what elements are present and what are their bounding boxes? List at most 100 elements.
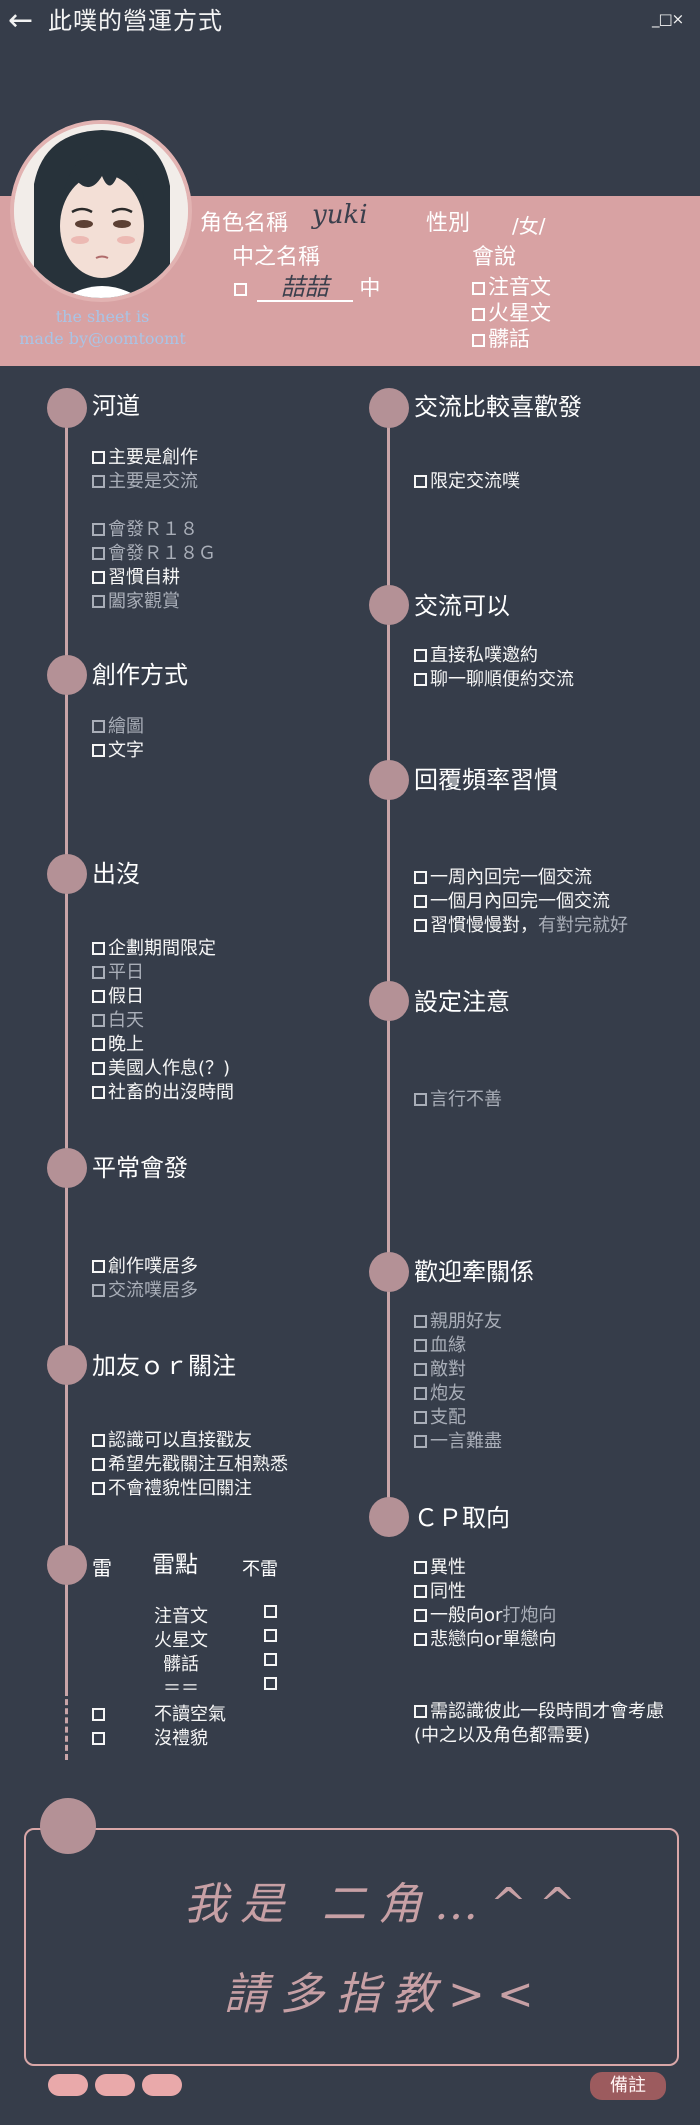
list-item[interactable]: 一言難盡 xyxy=(414,1430,502,1454)
list-item[interactable]: 需認識彼此一段時間才會考慮 xyxy=(414,1700,664,1724)
can-speak-item[interactable]: 火星文 xyxy=(472,300,551,326)
checkbox-icon[interactable] xyxy=(92,744,105,757)
list-item[interactable]: 習慣慢慢對，有對完就好 xyxy=(414,914,628,938)
list-item[interactable]: 社畜的出沒時間 xyxy=(92,1081,234,1105)
checkbox-icon[interactable] xyxy=(414,1561,427,1574)
checkbox-icon[interactable] xyxy=(414,1339,427,1352)
list-item[interactable]: 晚上 xyxy=(92,1033,234,1057)
list-item[interactable]: 一周內回完一個交流 xyxy=(414,866,628,890)
list-item[interactable]: 闔家觀賞 xyxy=(92,590,216,614)
list-item[interactable]: 主要是創作 xyxy=(92,446,216,470)
list-item[interactable]: 企劃期間限定 xyxy=(92,937,234,961)
list-item[interactable]: 異性 xyxy=(414,1556,556,1580)
checkbox-icon[interactable] xyxy=(92,523,105,536)
checkbox-icon[interactable] xyxy=(92,595,105,608)
checkbox-icon[interactable] xyxy=(414,1633,427,1646)
list-item[interactable]: 認識可以直接戳友 xyxy=(92,1429,288,1453)
list-item[interactable]: 白天 xyxy=(92,1009,234,1033)
list-item[interactable]: 血緣 xyxy=(414,1334,502,1358)
checkbox-icon[interactable] xyxy=(414,919,427,932)
checkbox-icon[interactable] xyxy=(414,1609,427,1622)
checkbox-icon[interactable] xyxy=(414,673,427,686)
checkbox-icon[interactable] xyxy=(234,283,247,296)
checkbox-icon[interactable] xyxy=(264,1677,277,1690)
checkbox-icon[interactable] xyxy=(92,571,105,584)
checkbox-icon[interactable] xyxy=(414,1435,427,1448)
list-item[interactable]: 交流噗居多 xyxy=(92,1279,198,1303)
mine-column-header: 雷點 xyxy=(152,1552,198,1578)
checkbox-icon[interactable] xyxy=(92,1086,105,1099)
checkbox-icon[interactable] xyxy=(92,1260,105,1273)
list-item[interactable]: 沒禮貌 xyxy=(92,1727,226,1751)
checkbox-icon[interactable] xyxy=(414,1315,427,1328)
list-item[interactable]: 主要是交流 xyxy=(92,470,216,494)
checkbox-icon[interactable] xyxy=(92,1732,105,1745)
list-item[interactable]: 平日 xyxy=(92,961,234,985)
checkbox-icon[interactable] xyxy=(92,1434,105,1447)
checkbox-icon[interactable] xyxy=(414,1411,427,1424)
checkbox-icon[interactable] xyxy=(264,1605,277,1618)
checkbox-icon[interactable] xyxy=(472,308,485,321)
checkbox-icon[interactable] xyxy=(92,942,105,955)
checkbox-icon[interactable] xyxy=(414,1363,427,1376)
checkbox-icon[interactable] xyxy=(472,282,485,295)
checkbox-icon[interactable] xyxy=(92,547,105,560)
list-item[interactable]: 敵對 xyxy=(414,1358,502,1382)
list-item[interactable]: 創作噗居多 xyxy=(92,1255,198,1279)
checkbox-icon[interactable] xyxy=(414,895,427,908)
checkbox-icon[interactable] xyxy=(92,1062,105,1075)
list-item[interactable]: 不會禮貌性回關注 xyxy=(92,1477,288,1501)
checkbox-icon[interactable] xyxy=(92,1284,105,1297)
list-item[interactable]: 炮友 xyxy=(414,1382,502,1406)
list-item[interactable]: 希望先戳關注互相熟悉 xyxy=(92,1453,288,1477)
list-item[interactable]: 聊一聊順便約交流 xyxy=(414,668,574,692)
checkbox-icon[interactable] xyxy=(92,1458,105,1471)
checkbox-icon[interactable] xyxy=(264,1653,277,1666)
can-speak-item[interactable]: 髒話 xyxy=(472,326,551,352)
can-speak-item[interactable]: 注音文 xyxy=(472,274,551,300)
checkbox-icon[interactable] xyxy=(414,1705,427,1718)
checkbox-icon[interactable] xyxy=(92,1482,105,1495)
list-item[interactable]: 限定交流噗 xyxy=(414,470,520,494)
window-controls-icon[interactable]: _□× xyxy=(652,10,684,28)
checkbox-icon[interactable] xyxy=(92,475,105,488)
list-item[interactable]: 美國人作息(？) xyxy=(92,1057,234,1081)
list-item[interactable]: 悲戀向or單戀向 xyxy=(414,1628,556,1652)
page-pill-3[interactable] xyxy=(142,2074,182,2096)
list-item[interactable]: 支配 xyxy=(414,1406,502,1430)
checkbox-icon[interactable] xyxy=(414,1093,427,1106)
list-item[interactable]: 直接私噗邀約 xyxy=(414,644,574,668)
list-item[interactable]: 會發Ｒ１８Ｇ xyxy=(92,542,216,566)
list-item[interactable]: 習慣自耕 xyxy=(92,566,216,590)
list-item[interactable]: 一般向or打炮向 xyxy=(414,1604,556,1628)
list-item[interactable]: 一個月內回完一個交流 xyxy=(414,890,628,914)
list-item[interactable]: 繪圖 xyxy=(92,715,144,739)
checkbox-icon[interactable] xyxy=(92,720,105,733)
checkbox-icon[interactable] xyxy=(92,966,105,979)
checkbox-icon[interactable] xyxy=(414,1585,427,1598)
list-item[interactable]: 親朋好友 xyxy=(414,1310,502,1334)
checkbox-icon[interactable] xyxy=(92,990,105,1003)
checkbox-icon[interactable] xyxy=(92,1014,105,1027)
list-item[interactable]: 假日 xyxy=(92,985,234,1009)
checkbox-icon[interactable] xyxy=(92,1038,105,1051)
checkbox-icon[interactable] xyxy=(92,451,105,464)
list-item[interactable]: 言行不善 xyxy=(414,1088,502,1112)
list-item[interactable]: 會發Ｒ１８ xyxy=(92,518,216,542)
friend-list: 認識可以直接戳友 希望先戳關注互相熟悉 不會禮貌性回關注 xyxy=(92,1429,288,1501)
page-pill-1[interactable] xyxy=(48,2074,88,2096)
checkbox-icon[interactable] xyxy=(414,1387,427,1400)
page-pill-2[interactable] xyxy=(95,2074,135,2096)
list-item[interactable]: 不讀空氣 xyxy=(92,1703,226,1727)
checkbox-icon[interactable] xyxy=(414,871,427,884)
checkbox-icon[interactable] xyxy=(92,1708,105,1721)
checkbox-icon[interactable] xyxy=(472,334,485,347)
checkbox-icon[interactable] xyxy=(264,1629,277,1642)
notes-button[interactable]: 備註 xyxy=(590,2072,666,2100)
checkbox-icon[interactable] xyxy=(414,649,427,662)
pl-name-value: 喆喆 xyxy=(256,274,353,302)
checkbox-icon[interactable] xyxy=(414,475,427,488)
list-item[interactable]: 同性 xyxy=(414,1580,556,1604)
list-item[interactable]: 文字 xyxy=(92,739,144,763)
back-arrow-icon[interactable]: ← xyxy=(8,3,34,38)
